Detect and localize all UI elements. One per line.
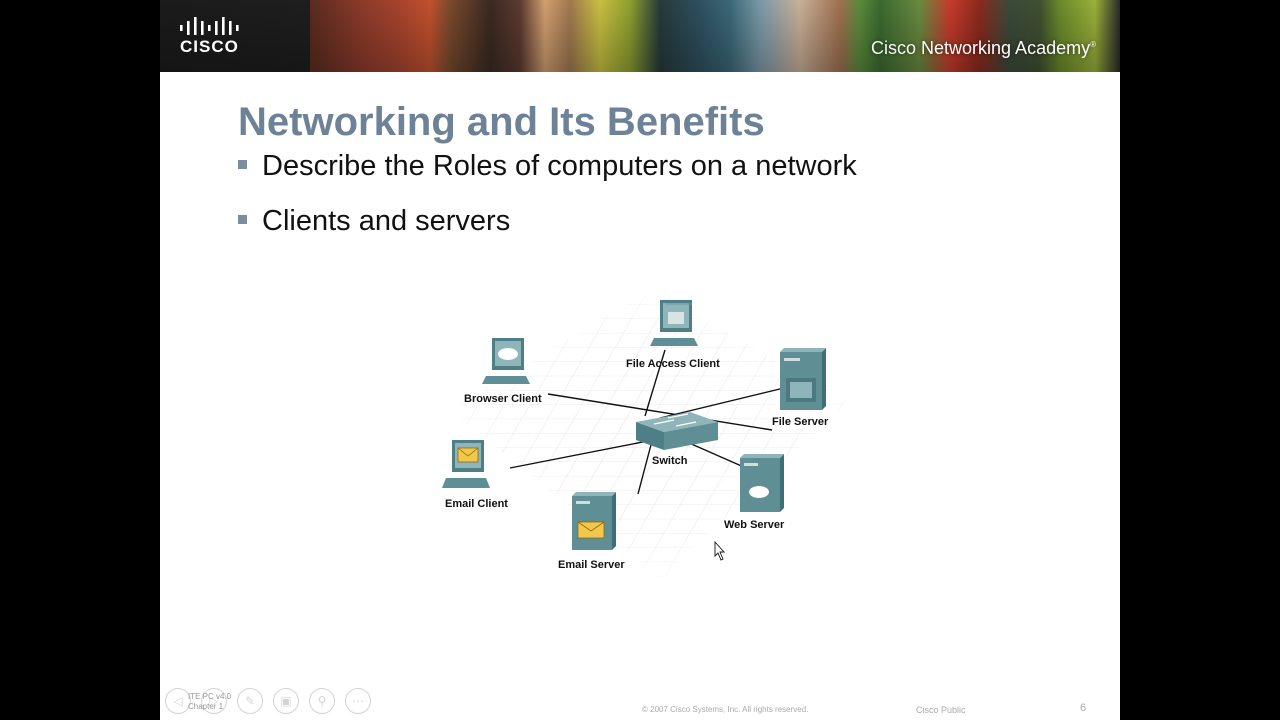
pen-tool-button[interactable]: ✎ [237,688,263,714]
browser-client-icon [482,338,530,384]
mouse-cursor-icon [714,540,726,561]
footer-meta: ITE PC v4.0 Chapter 1 [188,692,231,712]
network-diagram: File Access Client Browser Client File S… [440,290,860,580]
academy-brand: Cisco Networking Academy® [871,38,1096,59]
chapter-label: Chapter 1 [188,702,224,711]
copyright-text: © 2007 Cisco Systems, Inc. All rights re… [642,705,809,714]
slide-number: 6 [1080,702,1087,714]
previous-slide-button[interactable]: ◁ [165,688,191,714]
file-access-client-label: File Access Client [626,358,720,370]
link-fileaccess-switch [644,349,666,417]
academy-mark: ® [1090,40,1096,49]
bullet-text: Describe the Roles of computers on a net… [262,150,857,182]
browser-client-label: Browser Client [464,393,542,405]
cisco-bars-icon [180,17,239,35]
web-server-icon [740,454,784,512]
bullet-item: Describe the Roles of computers on a net… [238,150,857,183]
header-banner: CISCO Cisco Networking Academy® [160,0,1120,72]
slide-title: Networking and Its Benefits [238,100,765,144]
switch-icon [636,412,718,450]
file-access-client-icon [650,300,698,346]
academy-name: Networking Academy [921,38,1091,58]
link-switch-fileserver [659,386,789,419]
file-server-label: File Server [772,416,829,428]
classification-text: Cisco Public [916,705,966,715]
email-server-icon [572,492,616,550]
more-options-button[interactable]: ⋯ [345,688,371,714]
bullet-square-icon [238,214,247,224]
next-slide-button[interactable]: ▷ [201,688,227,714]
course-label: ITE PC v4.0 [188,692,232,701]
slide-grid-button[interactable]: ▣ [273,688,299,714]
academy-prefix: Cisco [871,38,922,58]
email-client-label: Email Client [445,498,508,510]
cisco-logo: CISCO [178,16,248,58]
zoom-button[interactable]: ⚲ [309,688,335,714]
web-server-label: Web Server [724,519,785,531]
file-server-icon [780,348,826,410]
link-browser-switch [547,393,773,431]
bullet-item: Clients and servers [238,205,510,238]
bullet-square-icon [238,159,247,169]
cisco-wordmark: CISCO [180,37,239,56]
email-client-icon [442,440,490,488]
link-switch-emailserver [637,440,653,495]
slide: CISCO Cisco Networking Academy® Networki… [160,0,1120,720]
link-switch-emailclient [509,438,659,469]
bullet-text: Clients and servers [262,205,511,237]
switch-label: Switch [652,455,688,467]
email-server-label: Email Server [558,559,625,571]
